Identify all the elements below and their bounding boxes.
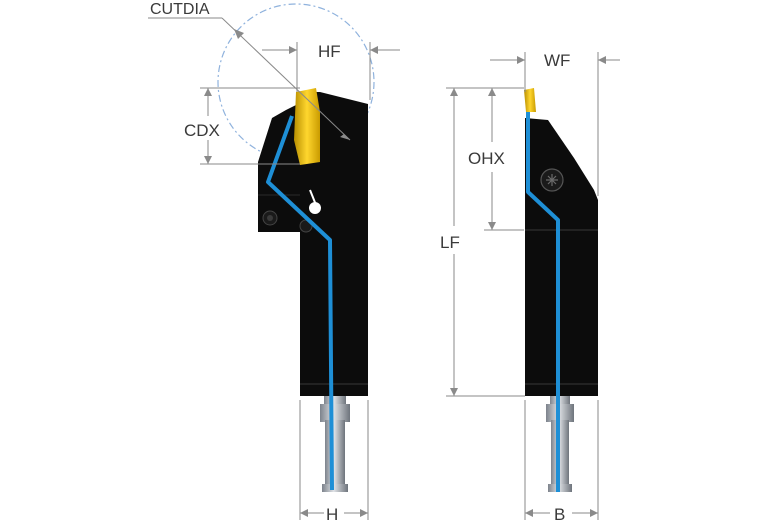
front-coolant-channel (266, 115, 334, 491)
ohx-label: OHX (468, 149, 505, 168)
wf-label: WF (544, 51, 570, 70)
front-shank (320, 396, 350, 492)
cutdia-label: CUTDIA (150, 1, 210, 18)
h-label: H (326, 505, 338, 523)
side-view: WF OHX LF B (440, 51, 620, 524)
lf-label: LF (440, 233, 460, 252)
front-insert (294, 88, 320, 165)
front-pin-icon (309, 202, 321, 214)
cdx-label: CDX (184, 121, 220, 140)
side-holder-body (525, 118, 598, 396)
front-view: CUTDIA HF CDX H (148, 1, 400, 524)
hf-label: HF (318, 42, 341, 61)
side-coolant-channel (526, 112, 560, 492)
side-insert (524, 88, 536, 112)
front-holder-body (258, 92, 368, 396)
b-label: B (554, 505, 565, 523)
